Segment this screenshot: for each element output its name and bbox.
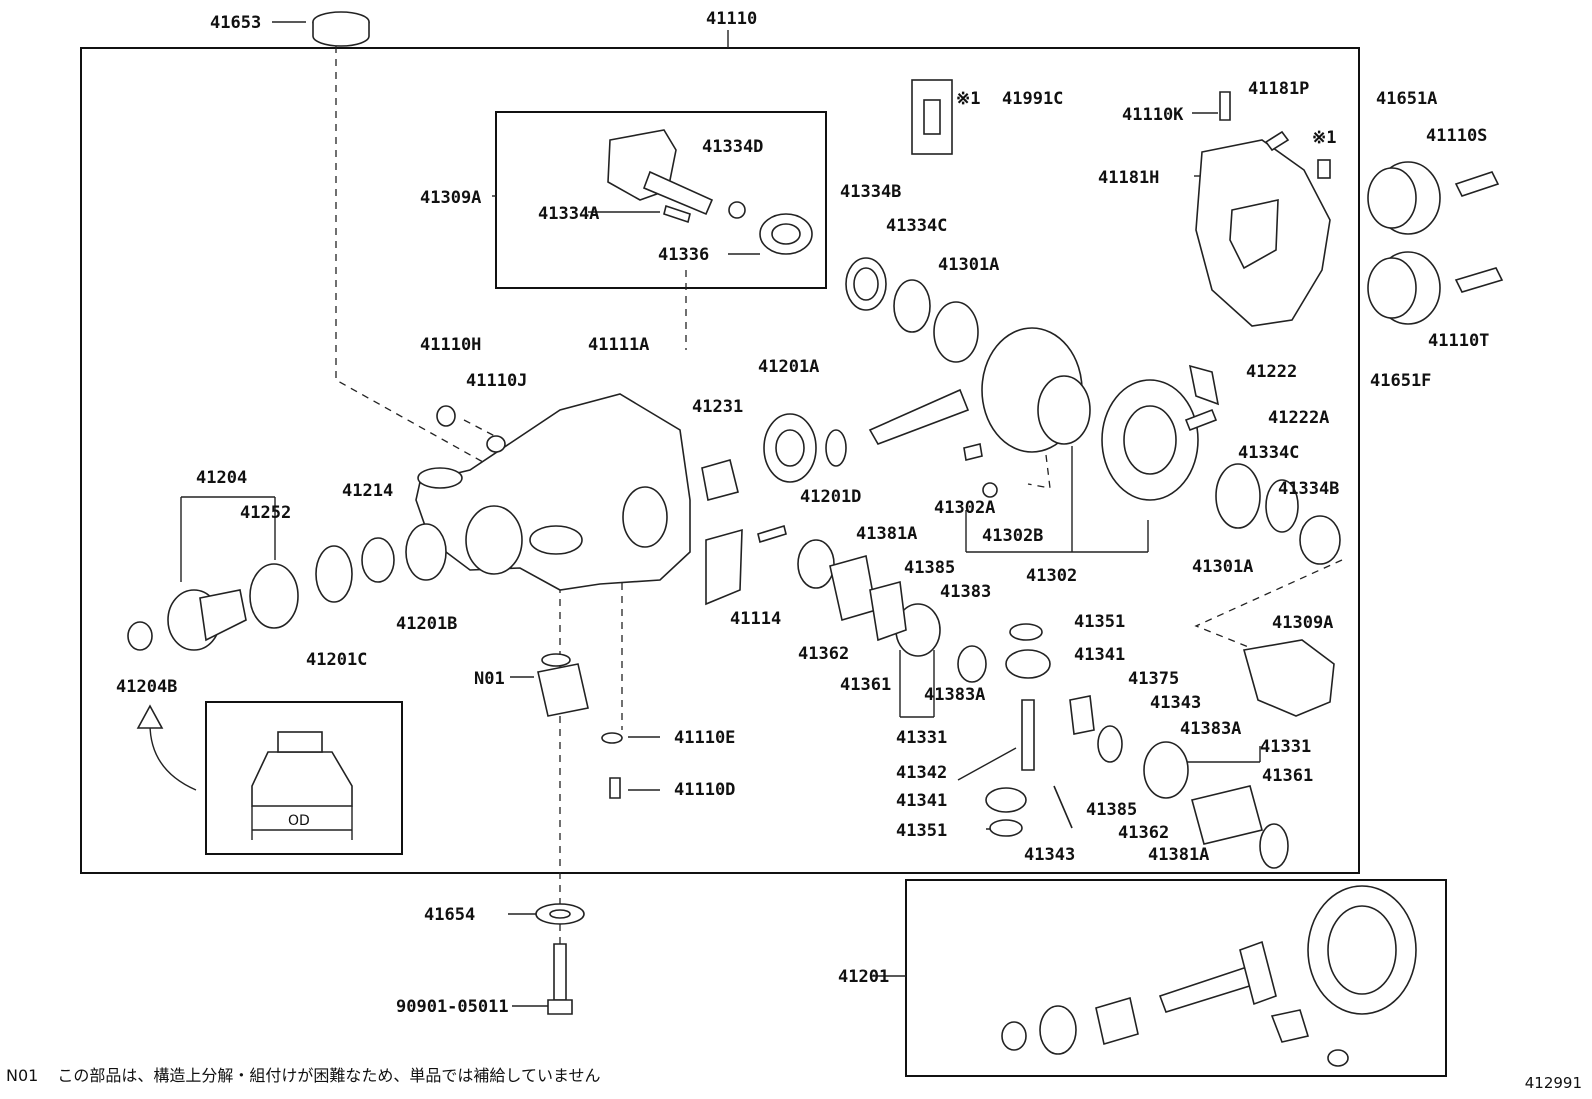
label-41110K: 41110K: [1122, 105, 1184, 125]
label-41331: 41331: [896, 728, 947, 748]
label-41991C-mark: ※1: [956, 89, 980, 109]
label-41362-bottom: 41362: [1118, 823, 1169, 843]
label-41381A: 41381A: [856, 524, 917, 544]
label-41383A-right: 41383A: [1180, 719, 1241, 739]
label-41383: 41383: [940, 582, 991, 602]
label-41309A: 41309A: [420, 188, 481, 208]
label-41110J: 41110J: [466, 371, 527, 391]
label-41334D: 41334D: [702, 137, 763, 157]
label-41114: 41114: [730, 609, 781, 629]
inset-frame-od: [205, 701, 403, 855]
part-labels: 41110 41653 41309A 41334D 41334A 41336 ※…: [116, 9, 1489, 1017]
label-41110E: 41110E: [674, 728, 735, 748]
label-41334A: 41334A: [538, 204, 599, 224]
label-41201C: 41201C: [306, 650, 367, 670]
footnote: N01 この部品は、構造上分解・組付けが困難なため、単品では補給していません: [6, 1062, 600, 1086]
label-41222A: 41222A: [1268, 408, 1329, 428]
nut-N01: [537, 663, 589, 717]
label-41110S: 41110S: [1426, 126, 1487, 146]
label-41181P: 41181P: [1248, 79, 1309, 99]
label-41351-bottom: 41351: [896, 821, 947, 841]
part-drawings: [127, 11, 1504, 1067]
label-41110D: 41110D: [674, 780, 735, 800]
label-41231: 41231: [692, 397, 743, 417]
label-41204: 41204: [196, 468, 247, 488]
label-41201: 41201: [838, 967, 889, 987]
label-41201A: 41201A: [758, 357, 819, 377]
label-41336: 41336: [658, 245, 709, 265]
label-41361-right: 41361: [1262, 766, 1313, 786]
label-star1: ※1: [1312, 128, 1336, 148]
label-41110H: 41110H: [420, 335, 481, 355]
label-41342: 41342: [896, 763, 947, 783]
label-41252: 41252: [240, 503, 291, 523]
label-41653: 41653: [210, 13, 261, 33]
label-41302A: 41302A: [934, 498, 995, 518]
label-41222: 41222: [1246, 362, 1297, 382]
label-41181H: 41181H: [1098, 168, 1159, 188]
label-od: OD: [288, 813, 310, 829]
label-41334B-right: 41334B: [1278, 479, 1339, 499]
label-41381A-bottom: 41381A: [1148, 845, 1209, 865]
label-41651A: 41651A: [1376, 89, 1437, 109]
label-41201B: 41201B: [396, 614, 457, 634]
inset-frame-41201: [905, 879, 1447, 1077]
label-41361: 41361: [840, 675, 891, 695]
label-41362: 41362: [798, 644, 849, 664]
footnote-text: この部品は、構造上分解・組付けが困難なため、単品では補給していません: [57, 1066, 601, 1085]
label-41302B: 41302B: [982, 526, 1043, 546]
od-nut: [251, 751, 353, 807]
label-41301A: 41301A: [938, 255, 999, 275]
label-41302: 41302: [1026, 566, 1077, 586]
label-41385: 41385: [904, 558, 955, 578]
label-41331-right: 41331: [1260, 737, 1311, 757]
label-41341: 41341: [1074, 645, 1125, 665]
label-41343: 41343: [1150, 693, 1201, 713]
label-41334C-right: 41334C: [1238, 443, 1299, 463]
label-41201D: 41201D: [800, 487, 861, 507]
label-41204B: 41204B: [116, 677, 177, 697]
label-41111A: 41111A: [588, 335, 649, 355]
label-41309A-right: 41309A: [1272, 613, 1333, 633]
label-90901-05011: 90901-05011: [396, 997, 509, 1017]
label-41110T: 41110T: [1428, 331, 1489, 351]
label-N01: N01: [474, 669, 505, 689]
label-41214: 41214: [342, 481, 393, 501]
label-41383A: 41383A: [924, 685, 985, 705]
leader-lines: [180, 21, 1261, 1007]
diagram-id: 412991: [1524, 1074, 1582, 1092]
label-41341-bottom: 41341: [896, 791, 947, 811]
inset-frame-41309A: [495, 111, 827, 289]
label-41110: 41110: [706, 9, 757, 29]
label-41651F: 41651F: [1370, 371, 1431, 391]
label-41991C: 41991C: [1002, 89, 1063, 109]
label-41334B: 41334B: [840, 182, 901, 202]
label-41385-bottom: 41385: [1086, 800, 1137, 820]
label-41301A-right: 41301A: [1192, 557, 1253, 577]
footnote-code: N01: [6, 1066, 39, 1085]
label-41343-bottom: 41343: [1024, 845, 1075, 865]
label-41351: 41351: [1074, 612, 1125, 632]
label-41654: 41654: [424, 905, 475, 925]
label-41334C: 41334C: [886, 216, 947, 236]
label-41375: 41375: [1128, 669, 1179, 689]
assembly-frame: [80, 47, 1360, 874]
